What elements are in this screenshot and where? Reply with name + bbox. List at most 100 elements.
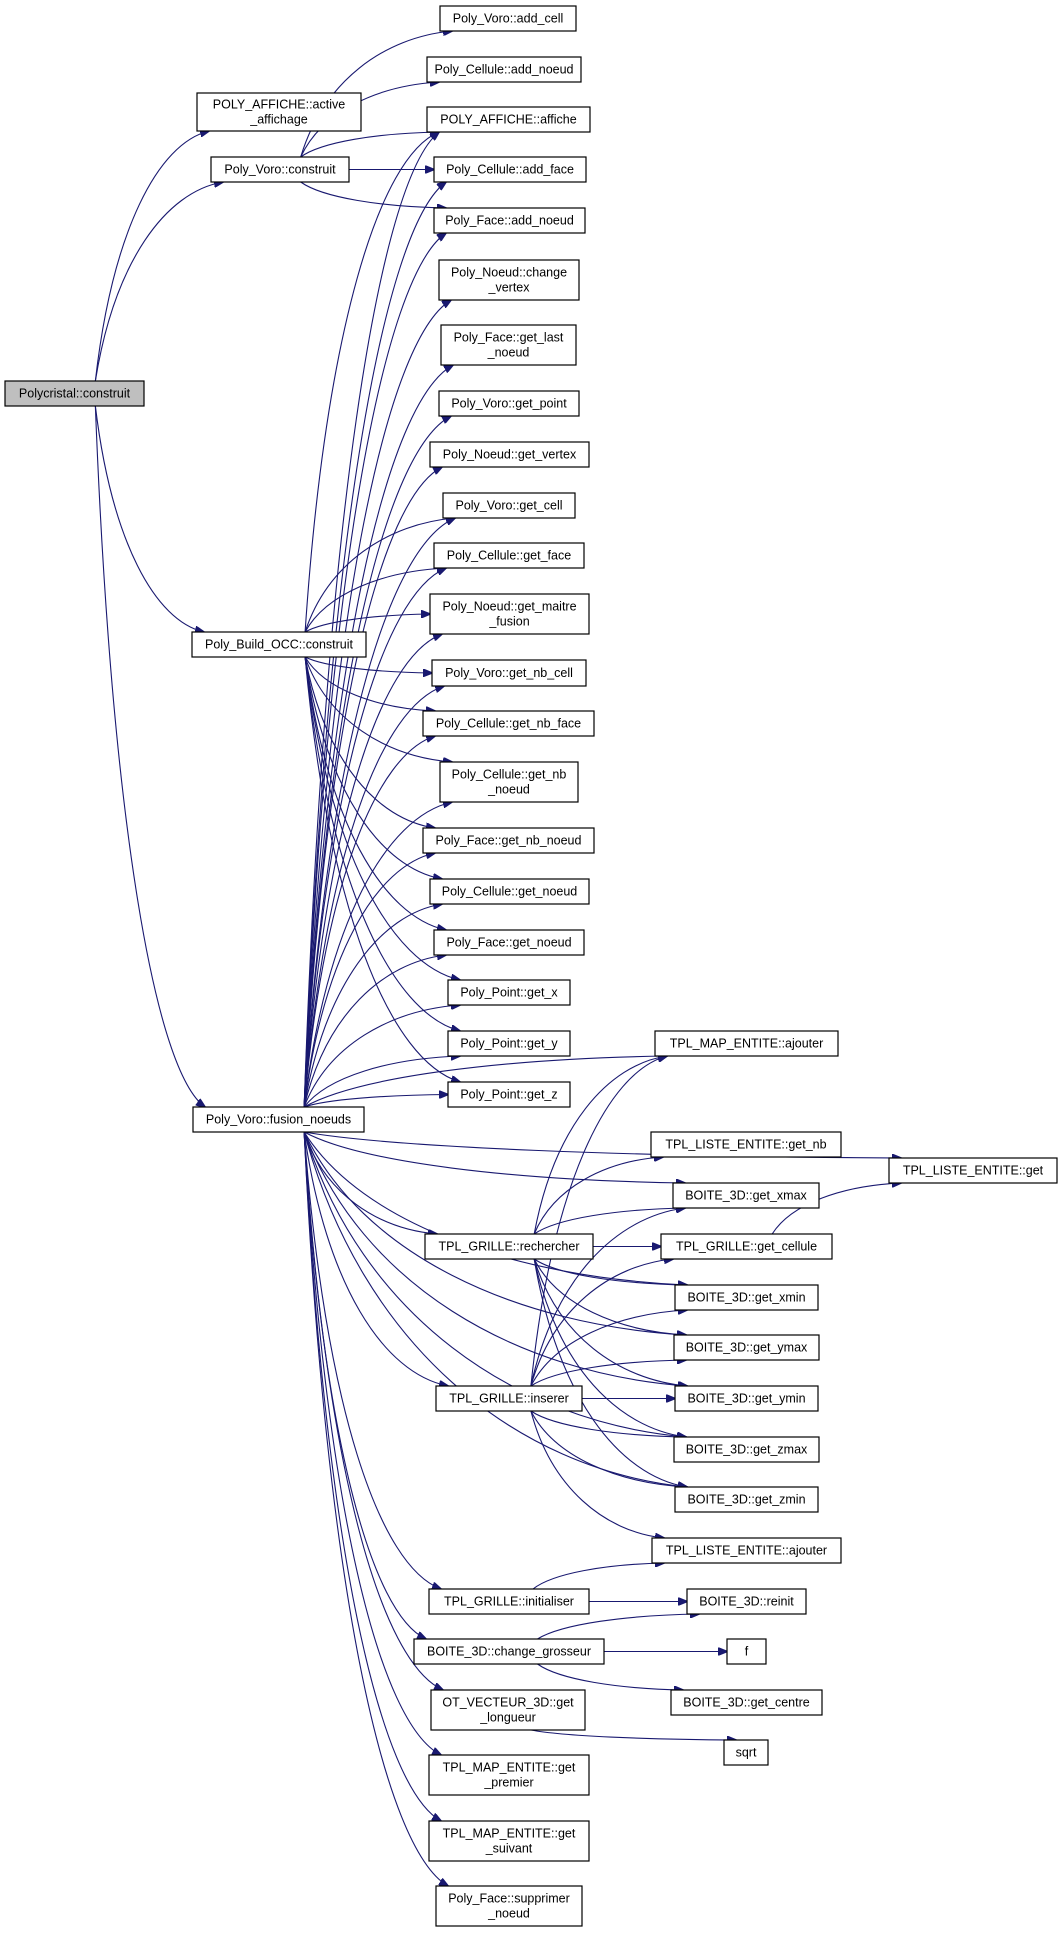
node-box[interactable]: [686, 1588, 807, 1615]
node-polycristal-construit[interactable]: Polycristal::construit: [4, 380, 145, 407]
node-poly-voro-get-point[interactable]: Poly_Voro::get_point: [438, 390, 580, 417]
node-label: Poly_Noeud::change: [451, 266, 567, 280]
node-box[interactable]: [433, 207, 586, 234]
node-box[interactable]: [428, 1754, 590, 1796]
node-poly-point-get-x[interactable]: Poly_Point::get_x: [447, 979, 571, 1006]
node-box[interactable]: [660, 1233, 833, 1260]
node-box[interactable]: [435, 1385, 583, 1412]
node-box[interactable]: [723, 1739, 769, 1766]
node-poly-build-occ-construit[interactable]: Poly_Build_OCC::construit: [191, 631, 367, 658]
node-box[interactable]: [429, 878, 590, 905]
node-box[interactable]: [442, 492, 576, 519]
node-box[interactable]: [447, 979, 571, 1006]
node-box[interactable]: [192, 1106, 365, 1133]
node-box[interactable]: [726, 1638, 767, 1665]
node-f[interactable]: f: [726, 1638, 767, 1665]
node-poly-voro-add-cell[interactable]: Poly_Voro::add_cell: [439, 5, 577, 32]
node-box[interactable]: [447, 1030, 571, 1057]
node-box[interactable]: [650, 1131, 842, 1158]
node-box[interactable]: [429, 441, 590, 468]
node-box[interactable]: [440, 324, 577, 366]
node-box[interactable]: [651, 1537, 842, 1564]
node-poly-noeud-get-maitre-fusion[interactable]: Poly_Noeud::get_maitre_fusion: [429, 593, 590, 635]
node-boite-3d-get-ymax[interactable]: BOITE_3D::get_ymax: [673, 1334, 820, 1361]
node-box[interactable]: [433, 156, 587, 183]
node-poly-voro-get-cell[interactable]: Poly_Voro::get_cell: [442, 492, 576, 519]
node-box[interactable]: [674, 1284, 819, 1311]
node-poly-cellule-get-nb-noeud[interactable]: Poly_Cellule::get_nb_noeud: [439, 761, 579, 803]
node-tpl-grille-initialiser[interactable]: TPL_GRILLE::initialiser: [428, 1588, 590, 1615]
node-poly-noeud-get-vertex[interactable]: Poly_Noeud::get_vertex: [429, 441, 590, 468]
node-box[interactable]: [672, 1182, 820, 1209]
node-poly-noeud-change-vertex[interactable]: Poly_Noeud::change_vertex: [438, 259, 580, 301]
node-box[interactable]: [422, 710, 595, 737]
node-box[interactable]: [426, 56, 582, 83]
node-tpl-liste-entite-ajouter[interactable]: TPL_LISTE_ENTITE::ajouter: [651, 1537, 842, 1564]
node-poly-face-supprimer-noeud[interactable]: Poly_Face::supprimer_noeud: [435, 1885, 583, 1927]
node-box[interactable]: [210, 156, 350, 183]
node-box[interactable]: [431, 659, 587, 687]
node-tpl-grille-rechercher[interactable]: TPL_GRILLE::rechercher: [424, 1233, 594, 1260]
node-tpl-map-entite-get-suivant[interactable]: TPL_MAP_ENTITE::get_suivant: [428, 1820, 590, 1862]
node-tpl-map-entite-ajouter[interactable]: TPL_MAP_ENTITE::ajouter: [654, 1030, 839, 1057]
node-poly-point-get-y[interactable]: Poly_Point::get_y: [447, 1030, 571, 1057]
node-box[interactable]: [191, 631, 367, 658]
node-box[interactable]: [439, 5, 577, 32]
node-poly-affiche-affiche[interactable]: POLY_AFFICHE::affiche: [426, 106, 591, 133]
node-poly-face-get-last-noeud[interactable]: Poly_Face::get_last_noeud: [440, 324, 577, 366]
node-box[interactable]: [430, 1689, 586, 1731]
node-tpl-grille-inserer[interactable]: TPL_GRILLE::inserer: [435, 1385, 583, 1412]
node-poly-cellule-add-face[interactable]: Poly_Cellule::add_face: [433, 156, 587, 183]
node-box[interactable]: [413, 1638, 605, 1665]
node-box[interactable]: [428, 1588, 590, 1615]
node-box[interactable]: [673, 1436, 820, 1463]
node-box[interactable]: [439, 761, 579, 803]
node-box[interactable]: [422, 827, 595, 854]
node-boite-3d-get-zmax[interactable]: BOITE_3D::get_zmax: [673, 1436, 820, 1463]
node-poly-face-add-noeud[interactable]: Poly_Face::add_noeud: [433, 207, 586, 234]
node-box[interactable]: [654, 1030, 839, 1057]
node-ot-vecteur-3d-get-longueur[interactable]: OT_VECTEUR_3D::get_longueur: [430, 1689, 586, 1731]
node-boite-3d-get-centre[interactable]: BOITE_3D::get_centre: [670, 1689, 823, 1716]
node-box[interactable]: [670, 1689, 823, 1716]
node-tpl-liste-entite-get[interactable]: TPL_LISTE_ENTITE::get: [888, 1157, 1058, 1184]
node-box[interactable]: [673, 1334, 820, 1361]
node-box[interactable]: [888, 1157, 1058, 1184]
node-poly-face-get-noeud[interactable]: Poly_Face::get_noeud: [433, 929, 585, 956]
node-box[interactable]: [426, 106, 591, 133]
node-box[interactable]: [674, 1385, 819, 1412]
node-boite-3d-change-grosseur[interactable]: BOITE_3D::change_grosseur: [413, 1638, 605, 1665]
node-poly-point-get-z[interactable]: Poly_Point::get_z: [447, 1081, 571, 1108]
node-poly-cellule-get-nb-face[interactable]: Poly_Cellule::get_nb_face: [422, 710, 595, 737]
node-boite-3d-get-xmin[interactable]: BOITE_3D::get_xmin: [674, 1284, 819, 1311]
node-boite-3d-get-ymin[interactable]: BOITE_3D::get_ymin: [674, 1385, 819, 1412]
node-box[interactable]: [435, 1885, 583, 1927]
node-tpl-grille-get-cellule[interactable]: TPL_GRILLE::get_cellule: [660, 1233, 833, 1260]
node-box[interactable]: [447, 1081, 571, 1108]
node-sqrt[interactable]: sqrt: [723, 1739, 769, 1766]
node-poly-cellule-get-noeud[interactable]: Poly_Cellule::get_noeud: [429, 878, 590, 905]
node-tpl-map-entite-get-premier[interactable]: TPL_MAP_ENTITE::get_premier: [428, 1754, 590, 1796]
node-box[interactable]: [4, 380, 145, 407]
node-box[interactable]: [438, 390, 580, 417]
node-box[interactable]: [433, 929, 585, 956]
node-boite-3d-get-xmax[interactable]: BOITE_3D::get_xmax: [672, 1182, 820, 1209]
node-box[interactable]: [433, 542, 585, 569]
node-box[interactable]: [424, 1233, 594, 1260]
node-poly-voro-construit[interactable]: Poly_Voro::construit: [210, 156, 350, 183]
node-box[interactable]: [674, 1486, 819, 1513]
node-poly-cellule-add-noeud[interactable]: Poly_Cellule::add_noeud: [426, 56, 582, 83]
node-box[interactable]: [196, 92, 362, 132]
node-boite-3d-get-zmin[interactable]: BOITE_3D::get_zmin: [674, 1486, 819, 1513]
node-poly-voro-fusion-noeuds[interactable]: Poly_Voro::fusion_noeuds: [192, 1106, 365, 1133]
node-tpl-liste-entite-get-nb[interactable]: TPL_LISTE_ENTITE::get_nb: [650, 1131, 842, 1158]
node-box[interactable]: [429, 593, 590, 635]
node-box[interactable]: [438, 259, 580, 301]
node-poly-face-get-nb-noeud[interactable]: Poly_Face::get_nb_noeud: [422, 827, 595, 854]
node-poly-affiche-active-affichage[interactable]: POLY_AFFICHE::active_affichage: [196, 92, 362, 132]
node-box[interactable]: [428, 1820, 590, 1862]
node-label: BOITE_3D::get_xmax: [685, 1189, 807, 1203]
node-poly-voro-get-nb-cell[interactable]: Poly_Voro::get_nb_cell: [431, 659, 587, 687]
node-poly-cellule-get-face[interactable]: Poly_Cellule::get_face: [433, 542, 585, 569]
node-boite-3d-reinit[interactable]: BOITE_3D::reinit: [686, 1588, 807, 1615]
